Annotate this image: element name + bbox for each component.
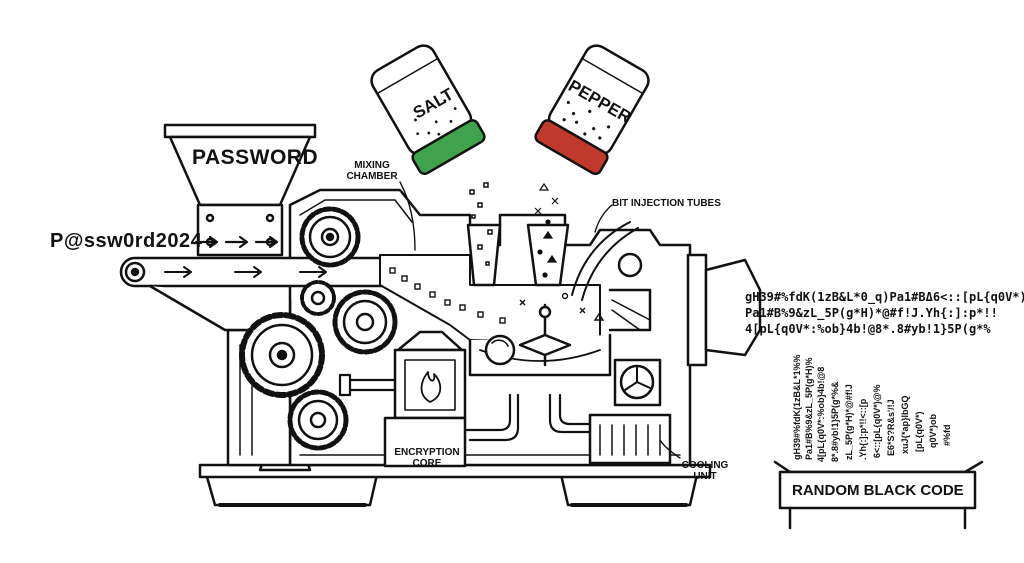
bit-injection-label: BIT INJECTION TUBES (612, 198, 721, 209)
output-code-line1: gH39#%fdK(1zB&L*0_q)Pa1#BΔ6<::[pL{q0V*) (745, 290, 1024, 304)
svg-text:[pL{q0V*): [pL{q0V*) (914, 411, 924, 452)
svg-text:gH39#%fdK(1zB&L*1%%: gH39#%fdK(1zB&L*1%% (792, 354, 802, 460)
gears (239, 206, 398, 451)
svg-text:.Yh{:]:p*!!<::[p: .Yh{:]:p*!!<::[p (858, 398, 868, 460)
svg-text:4[pL{q0V*:%ob}4b!@8: 4[pL{q0V*:%ob}4b!@8 (816, 367, 826, 462)
mixing-chamber-label: MIXING CHAMBER (342, 160, 402, 182)
svg-text:#%fd: #%fd (942, 424, 952, 446)
output-code-line2: Pa1#B%9&zL_5P(g*H)*@#f!J.Yh{:]:p*!! (745, 306, 998, 320)
encryption-core-label: ENCRYPTION CORE (392, 447, 462, 469)
intake-funnels (466, 223, 570, 287)
cooling-unit-label-line2: UNIT (693, 471, 717, 482)
pepper-shaker (534, 44, 650, 175)
svg-text:q0V*)ob: q0V*)ob (928, 413, 938, 448)
pipes (338, 373, 597, 442)
output-tray-label: RANDOM BLACK CODE (792, 482, 964, 499)
cooling-unit (588, 358, 672, 465)
password-hopper-label: PASSWORD (192, 146, 319, 169)
cooling-unit-label: COOLING UNIT (680, 460, 730, 482)
falling-salt (469, 182, 493, 266)
svg-text:Pa1#B%9&zL_5P(g*H)%: Pa1#B%9&zL_5P(g*H)% (804, 357, 814, 460)
salt-shaker (370, 44, 486, 175)
encryption-core (383, 330, 467, 468)
mixing-chamber (379, 254, 612, 377)
svg-text:6<::[pL{q0V*)@%: 6<::[pL{q0V*)@% (872, 384, 882, 458)
falling-pepper (534, 182, 559, 278)
output-nozzle (686, 253, 762, 367)
cooling-unit-label-line1: COOLING (681, 460, 729, 471)
encryption-core-label-line1: ENCRYPTION (394, 447, 460, 458)
encryption-core-label-line2: CORE (412, 458, 442, 469)
mixed-bits (389, 267, 605, 324)
mixing-chamber-label-line2: CHAMBER (346, 171, 398, 182)
output-code-line3: 4[pL{q0V*:%ob}4b!@8*.8#yb!1}5P(g*% (745, 322, 991, 336)
svg-text:zL_5P(g*H)*@#f!J: zL_5P(g*H)*@#f!J (844, 384, 854, 460)
bit-injection-tubes (571, 221, 652, 332)
input-password: P@ssw0rd2024 (50, 230, 203, 252)
svg-text:xuJ{*ap}lbGQ: xuJ{*ap}lbGQ (900, 395, 910, 454)
output-tray (773, 460, 984, 530)
svg-text:8*.8#yb!1}5P(g*%&: 8*.8#yb!1}5P(g*%& (830, 381, 840, 462)
svg-text:E6*S?R&s'/!J: E6*S?R&s'/!J (886, 399, 896, 456)
mixing-chamber-label-line1: MIXING (354, 160, 390, 171)
input-arrows (194, 235, 279, 249)
code-stream: gH39#%fdK(1zB&L*1%% Pa1#B%9&zL_5P(g*H)% … (792, 354, 952, 462)
label-pointers (399, 181, 681, 459)
